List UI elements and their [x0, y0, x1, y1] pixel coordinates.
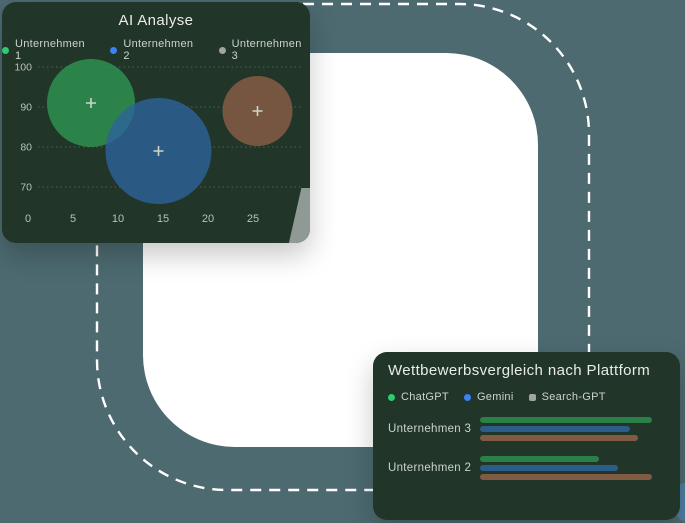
bar-group-label: Unternehmen 2 — [388, 462, 472, 474]
bubble-chart: 70 80 90 100 0 5 10 15 20 25 — [14, 59, 302, 225]
y-tick-label: 90 — [20, 102, 32, 114]
unternehmen-2-legend-marker-icon — [110, 46, 118, 54]
gemini-legend-marker-icon — [463, 393, 471, 401]
bar-search-gpt-unternehmen-2[interactable] — [480, 474, 652, 480]
legend-label: ChatGPT — [401, 391, 449, 403]
wettbewerb-title: Wettbewerbsvergleich nach Plattform — [388, 362, 651, 379]
legend-item-unternehmen-1[interactable]: Unternehmen 1 — [2, 38, 93, 62]
y-tick-label: 100 — [14, 62, 32, 74]
bar-chatgpt-unternehmen-3[interactable] — [480, 417, 652, 423]
legend-label: Unternehmen 3 — [231, 38, 302, 62]
x-tick-label: 15 — [157, 213, 169, 225]
bar-gemini-unternehmen-2[interactable] — [480, 465, 618, 471]
x-tick-label: 5 — [70, 213, 76, 225]
bar-group-label: Unternehmen 3 — [388, 423, 472, 435]
bar-gemini-unternehmen-3[interactable] — [480, 426, 630, 432]
chatgpt-legend-marker-icon — [388, 393, 395, 401]
x-tick-label: 25 — [247, 213, 259, 225]
legend-item-gemini[interactable]: Gemini — [463, 391, 514, 403]
legend-label: Unternehmen 2 — [123, 38, 194, 62]
wettbewerb-card: Wettbewerbsvergleich nach Plattform Chat… — [373, 352, 680, 520]
plus-marker-icon — [153, 146, 164, 156]
bar-group-unternehmen-2: Unternehmen 2 — [388, 453, 670, 483]
legend-label: Gemini — [476, 391, 514, 403]
dashed-outline-path — [95, 2, 591, 492]
plus-marker-icon — [86, 98, 96, 108]
x-tick-label: 0 — [25, 213, 31, 225]
legend-item-search-gpt[interactable]: Search-GPT — [528, 391, 606, 403]
legend-item-unternehmen-3[interactable]: Unternehmen 3 — [218, 38, 310, 62]
unternehmen-1-legend-marker-icon — [2, 46, 9, 54]
legend-item-unternehmen-2[interactable]: Unternehmen 2 — [110, 38, 201, 62]
x-tick-label: 20 — [202, 213, 214, 225]
y-tick-label: 70 — [20, 182, 32, 194]
bar-group-unternehmen-3: Unternehmen 3 — [388, 414, 670, 444]
bar-chatgpt-unternehmen-2[interactable] — [480, 456, 599, 462]
legend-label: Unternehmen 1 — [15, 38, 85, 62]
ai-analyse-legend: Unternehmen 1 Unternehmen 2 Unternehmen 3 — [2, 38, 310, 62]
unternehmen-3-legend-marker-icon — [218, 46, 226, 54]
legend-item-chatgpt[interactable]: ChatGPT — [388, 391, 449, 403]
x-tick-label: 10 — [112, 213, 124, 225]
legend-label: Search-GPT — [541, 391, 606, 403]
bar-search-gpt-unternehmen-3[interactable] — [480, 435, 638, 441]
search-gpt-legend-marker-icon — [528, 393, 536, 401]
y-tick-label: 80 — [20, 142, 32, 154]
plus-marker-icon — [252, 106, 263, 116]
wettbewerb-legend: ChatGPT Gemini Search-GPT — [388, 391, 606, 403]
ai-analyse-title: AI Analyse — [118, 12, 194, 29]
